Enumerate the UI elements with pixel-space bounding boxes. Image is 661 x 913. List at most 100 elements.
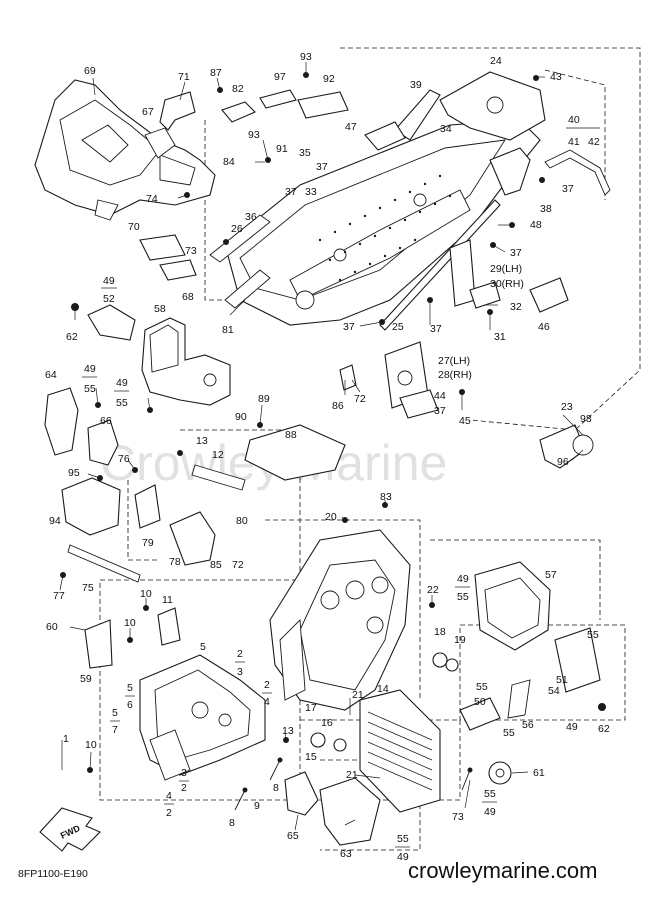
cover-66 xyxy=(87,419,119,466)
cover-94 xyxy=(61,477,121,536)
callout-18: 18 xyxy=(434,626,446,638)
callout-50: 50 xyxy=(474,696,486,708)
diagram-code: 8FP1100-E190 xyxy=(18,868,88,880)
callout-64: 64 xyxy=(45,369,57,381)
plate-92 xyxy=(297,91,349,119)
callout-6: 6 xyxy=(127,699,133,711)
callout-26: 26 xyxy=(231,223,243,235)
callout-30: 30(RH) xyxy=(490,278,524,290)
bracket-39 xyxy=(394,89,441,141)
callout-66: 66 xyxy=(100,415,112,427)
callout-96: 96 xyxy=(557,456,569,468)
callout-88: 88 xyxy=(285,429,297,441)
callout-51: 51 xyxy=(556,674,568,686)
plate-88 xyxy=(244,424,346,481)
callout-3b: 3 xyxy=(181,767,187,779)
callout-62a: 62 xyxy=(66,331,78,343)
callout-3a: 3 xyxy=(237,666,243,678)
bracket-51 xyxy=(554,627,601,693)
callout-2c: 2 xyxy=(181,782,187,794)
callout-70: 70 xyxy=(128,221,140,233)
bracket-63 xyxy=(319,777,381,846)
callout-83: 83 xyxy=(380,491,392,503)
bracket-75 xyxy=(67,544,141,583)
plate-46 xyxy=(529,277,569,313)
callout-43: 43 xyxy=(550,71,562,83)
bushing-19 xyxy=(445,658,459,672)
callout-10a: 10 xyxy=(140,588,152,600)
callout-5b: 5 xyxy=(127,682,133,694)
cover-64 xyxy=(44,387,79,456)
front-frame xyxy=(269,529,411,711)
callout-74: 74 xyxy=(146,193,158,205)
callout-labels: 69 71 87 82 97 93 92 24 43 39 67 47 34 9… xyxy=(45,51,610,863)
callout-12: 12 xyxy=(212,449,224,461)
callout-37f: 37 xyxy=(430,323,442,335)
callout-4b: 4 xyxy=(166,790,172,802)
callout-48: 48 xyxy=(530,219,542,231)
callout-97: 97 xyxy=(274,71,286,83)
callout-72a: 72 xyxy=(354,393,366,405)
left-frame-1 xyxy=(139,654,266,781)
callout-24: 24 xyxy=(490,55,502,67)
plate-47 xyxy=(364,121,406,151)
callout-54: 54 xyxy=(548,685,560,697)
callout-59: 59 xyxy=(80,673,92,685)
callout-80: 80 xyxy=(236,515,248,527)
callout-4a: 4 xyxy=(264,696,270,708)
callout-17: 17 xyxy=(305,702,317,714)
bracket-52 xyxy=(87,304,136,341)
callout-90: 90 xyxy=(235,411,247,423)
callout-93: 93 xyxy=(300,51,312,63)
callout-79: 79 xyxy=(142,537,154,549)
callout-82: 82 xyxy=(232,83,244,95)
callout-60: 60 xyxy=(46,621,58,633)
bumper-96 xyxy=(539,424,586,469)
callout-31: 31 xyxy=(494,331,506,343)
callout-23: 23 xyxy=(561,401,573,413)
callout-78: 78 xyxy=(169,556,181,568)
callout-77: 77 xyxy=(53,590,65,602)
plate-97 xyxy=(259,89,297,109)
callout-63: 63 xyxy=(340,848,352,860)
plate-50 xyxy=(459,697,501,731)
callout-86: 86 xyxy=(332,400,344,412)
callout-73a: 73 xyxy=(185,245,197,257)
bracket-79 xyxy=(134,484,161,529)
bracket-12 xyxy=(191,464,246,491)
callout-49e: 49 xyxy=(566,721,578,733)
fwd-arrow-icon: FWD xyxy=(39,807,101,852)
callout-57: 57 xyxy=(545,569,557,581)
callout-92: 92 xyxy=(323,73,335,85)
callout-22: 22 xyxy=(427,584,439,596)
bolts xyxy=(60,72,606,811)
callout-49d: 49 xyxy=(457,573,469,585)
callout-61: 61 xyxy=(533,767,545,779)
callout-5c: 5 xyxy=(112,707,118,719)
callout-55c: 55 xyxy=(457,591,469,603)
callout-55d: 55 xyxy=(587,629,599,641)
callout-19: 19 xyxy=(454,634,466,646)
callout-55h: 55 xyxy=(397,833,409,845)
callout-85: 85 xyxy=(210,559,222,571)
callout-33: 33 xyxy=(305,186,317,198)
leader-lines xyxy=(59,62,603,831)
callout-37d: 37 xyxy=(510,247,522,259)
callout-41: 41 xyxy=(568,136,580,148)
callout-10c: 10 xyxy=(85,739,97,751)
bracket-11 xyxy=(157,607,181,646)
callout-39: 39 xyxy=(410,79,422,91)
callout-71: 71 xyxy=(178,71,190,83)
callout-40: 40 xyxy=(568,114,580,126)
plate-68 xyxy=(159,259,197,281)
bracket-71 xyxy=(159,91,196,131)
callout-93b: 93 xyxy=(248,129,260,141)
callout-87: 87 xyxy=(210,67,222,79)
callout-46: 46 xyxy=(538,321,550,333)
callout-5a: 5 xyxy=(200,641,206,653)
rod-40 xyxy=(544,149,611,196)
bracket-44 xyxy=(399,389,439,419)
callout-20: 20 xyxy=(325,511,337,523)
callout-55f: 55 xyxy=(503,727,515,739)
